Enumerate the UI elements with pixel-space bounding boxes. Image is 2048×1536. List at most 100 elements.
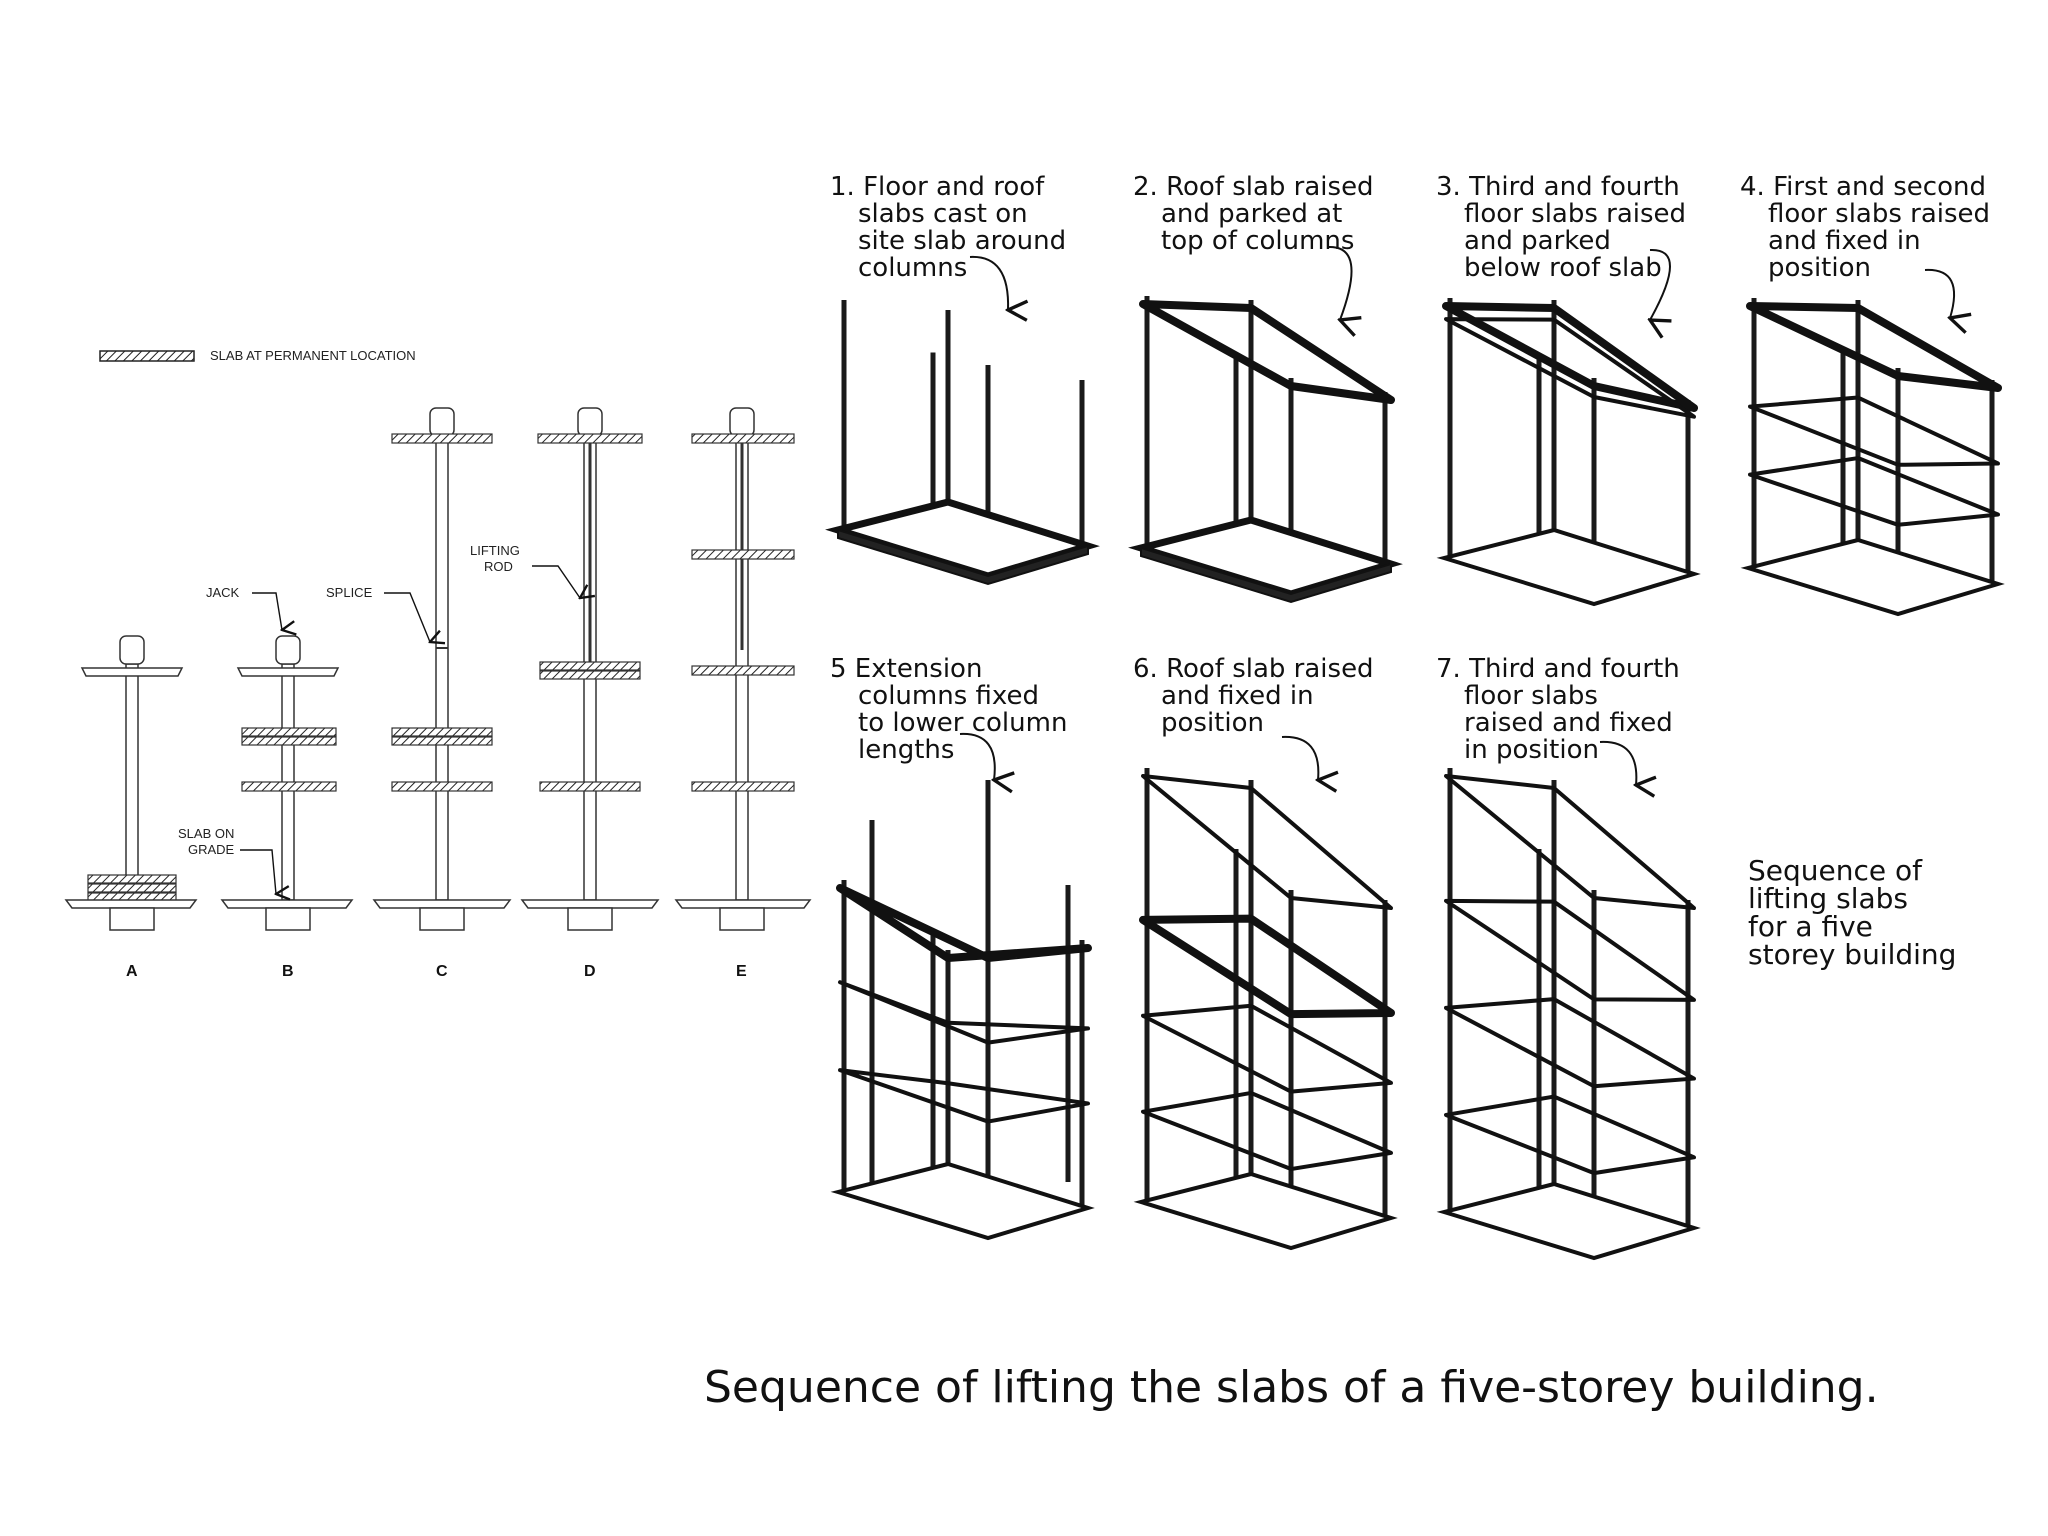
sequence-note-line: for a five <box>1748 910 1873 943</box>
splice-label: SPLICE <box>326 585 373 600</box>
base-slab <box>1740 537 2005 617</box>
step-arrow <box>969 255 1008 310</box>
slab-stack <box>241 736 337 746</box>
stage-letter: E <box>736 963 747 980</box>
slab-stack <box>241 727 337 737</box>
step-text-line: floor slabs raised <box>1464 199 1686 229</box>
step-arrow <box>1327 245 1352 320</box>
step-text-line: and parked at <box>1161 199 1342 229</box>
jack <box>729 407 755 437</box>
stage-b: B JACK SLAB ON GRADE <box>178 585 354 980</box>
raised-slab <box>838 1068 1090 1124</box>
jack <box>119 635 145 665</box>
slab-on-grade-leader <box>240 849 276 894</box>
slab-stack <box>87 874 177 884</box>
slab-stack <box>837 528 1089 586</box>
stage-a: A <box>64 635 198 980</box>
slab-permanent <box>691 549 795 560</box>
step-text-line: columns fixed <box>858 681 1039 711</box>
footing <box>265 907 311 931</box>
raised-slab <box>1141 1003 1393 1094</box>
raised-slab-thick <box>1746 302 2002 392</box>
jack <box>275 635 301 665</box>
step-text-line: columns <box>858 253 967 283</box>
slab-permanent <box>391 781 493 792</box>
raised-slab <box>1444 898 1696 1002</box>
jack <box>429 407 455 437</box>
footing <box>419 907 465 931</box>
raised-slab-thick <box>1442 302 1698 412</box>
base-slab <box>1436 527 1701 607</box>
raised-slab <box>1141 774 1393 910</box>
step-text-line: 1. Floor and roof <box>830 172 1045 202</box>
stage-letter: C <box>436 963 448 980</box>
slab-on-grade <box>674 899 812 909</box>
slab-stack <box>87 883 177 893</box>
slab-stack <box>391 727 493 737</box>
step-arrow <box>1599 740 1636 785</box>
footing <box>567 907 613 931</box>
stage-e: E <box>674 407 812 980</box>
slab-on-grade <box>372 899 512 909</box>
jack-label: JACK <box>206 585 240 600</box>
step-text-line: raised and fixed <box>1464 708 1673 738</box>
splice-leader <box>384 592 430 642</box>
step-text-line: and fixed in <box>1161 681 1314 711</box>
step-text-line: below roof slab <box>1464 253 1662 283</box>
sequence-note-line: storey building <box>1748 938 1956 971</box>
step-text-line: position <box>1768 253 1871 283</box>
raised-slab-thick <box>1139 914 1395 1019</box>
step-text-line: 4. First and second <box>1740 172 1986 202</box>
stage-c: C SPLICE <box>326 407 512 980</box>
stage-d: D LIFTING ROD <box>470 407 660 980</box>
legend-label: SLAB AT PERMANENT LOCATION <box>210 348 416 363</box>
step-text-line: and fixed in <box>1768 226 1921 256</box>
sequence-note: Sequence of lifting slabs for a five sto… <box>1748 854 1956 971</box>
slab-permanent <box>691 781 795 792</box>
legend-slab-swatch <box>99 350 195 362</box>
slab-stack <box>391 736 493 746</box>
raised-slab <box>1444 997 1696 1089</box>
lifting-rod-label: LIFTING <box>470 543 520 558</box>
sequence-note-line: Sequence of <box>1748 854 1923 887</box>
slab-permanent <box>391 433 493 444</box>
step-text-line: lengths <box>858 735 954 765</box>
raised-slab <box>1141 1090 1393 1172</box>
slab-permanent <box>691 433 795 444</box>
slab <box>80 667 184 677</box>
slab-permanent <box>241 781 337 792</box>
footing <box>109 907 155 931</box>
raised-slab <box>838 980 1090 1045</box>
step-arrow <box>1650 248 1670 320</box>
slab-on-grade <box>520 899 660 909</box>
jack-leader <box>252 592 282 630</box>
stage-letter: B <box>282 963 294 980</box>
stage-letter: A <box>126 963 138 980</box>
step-text-line: position <box>1161 708 1264 738</box>
step-text-line: 7. Third and fourth <box>1436 654 1680 684</box>
step-text-line: and parked <box>1464 226 1611 256</box>
figure-caption: Sequence of lifting the slabs of a five-… <box>704 1362 1879 1413</box>
step-text-line: 6. Roof slab raised <box>1133 654 1374 684</box>
elevation-diagram: SLAB AT PERMANENT LOCATION A B JACK <box>64 348 812 980</box>
base-slab <box>830 1161 1095 1241</box>
step-text-line: 5 Extension <box>830 654 982 684</box>
legend: SLAB AT PERMANENT LOCATION <box>99 348 416 363</box>
base-slab <box>1133 1171 1398 1251</box>
base-slab <box>1436 1181 1701 1261</box>
lifting-rod-label: ROD <box>484 559 513 574</box>
slab-stack <box>539 670 641 680</box>
slab <box>236 667 340 677</box>
slab-stack <box>539 661 641 671</box>
jack <box>577 407 603 437</box>
footing <box>719 907 765 931</box>
